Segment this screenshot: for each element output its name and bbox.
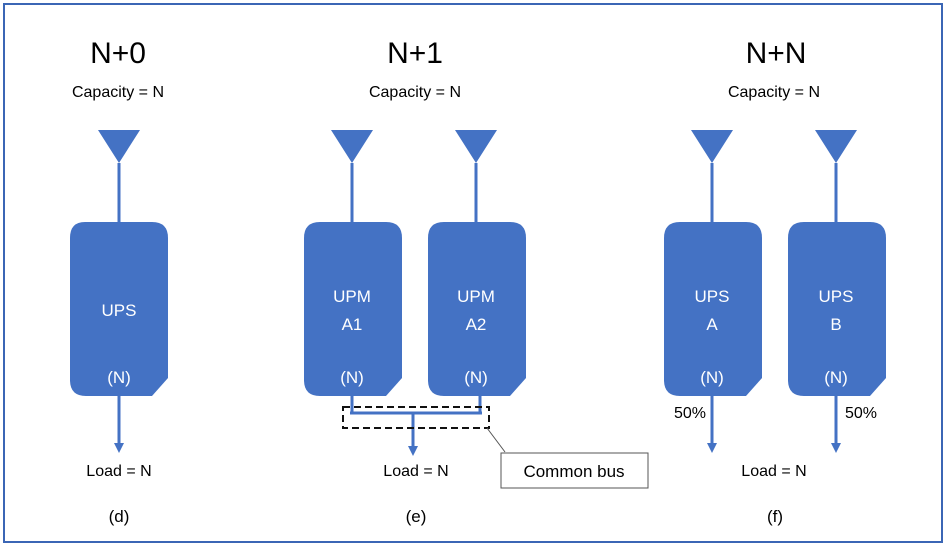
unit-name: UPM bbox=[457, 287, 495, 306]
common-bus-highlight bbox=[342, 406, 490, 429]
panel-n-plus-0: N+0 Capacity = N UPS (N) Load = N (d) bbox=[70, 37, 168, 526]
panel-caption: (d) bbox=[109, 507, 130, 526]
source-triangle-icon bbox=[815, 130, 857, 163]
diagram-frame bbox=[3, 3, 943, 543]
callout-label: Common bus bbox=[523, 462, 624, 481]
panel-title: N+N bbox=[746, 37, 807, 70]
panel-title: N+0 bbox=[90, 37, 146, 70]
panel-n-plus-1: N+1 Capacity = N UPM A1 (N) UPM A2 (N) C… bbox=[304, 37, 649, 526]
load-share-label: 50% bbox=[674, 405, 706, 422]
ups-unit-box bbox=[70, 222, 168, 396]
source-triangle-icon bbox=[455, 130, 497, 163]
load-label: Load = N bbox=[383, 463, 448, 480]
callout-box bbox=[500, 452, 649, 489]
capacity-label: Capacity = N bbox=[369, 84, 461, 101]
unit-rating: (N) bbox=[464, 368, 488, 387]
panel-title: N+1 bbox=[387, 37, 443, 70]
unit-id: A2 bbox=[466, 315, 487, 334]
panel-caption: (f) bbox=[767, 507, 783, 526]
unit-name: UPS bbox=[695, 287, 730, 306]
load-label: Load = N bbox=[741, 463, 806, 480]
unit-id: A1 bbox=[342, 315, 363, 334]
capacity-label: Capacity = N bbox=[72, 84, 164, 101]
unit-name: UPS bbox=[102, 301, 137, 320]
upm-a1-box bbox=[304, 222, 402, 396]
source-triangle-icon bbox=[691, 130, 733, 163]
unit-rating: (N) bbox=[824, 368, 848, 387]
panel-n-plus-n: N+N Capacity = N UPS A (N) 50% UPS B (N)… bbox=[664, 37, 886, 526]
capacity-label: Capacity = N bbox=[728, 84, 820, 101]
ups-b-box bbox=[788, 222, 886, 396]
unit-rating: (N) bbox=[107, 368, 131, 387]
ups-a-box bbox=[664, 222, 762, 396]
unit-rating: (N) bbox=[700, 368, 724, 387]
unit-rating: (N) bbox=[340, 368, 364, 387]
load-share-label: 50% bbox=[845, 405, 877, 422]
load-label: Load = N bbox=[86, 463, 151, 480]
panel-caption: (e) bbox=[406, 507, 427, 526]
unit-id: B bbox=[830, 315, 841, 334]
upm-a2-box bbox=[428, 222, 526, 396]
source-triangle-icon bbox=[98, 130, 140, 163]
unit-name: UPM bbox=[333, 287, 371, 306]
unit-name: UPS bbox=[819, 287, 854, 306]
unit-id: A bbox=[706, 315, 718, 334]
callout-leader bbox=[486, 427, 506, 453]
source-triangle-icon bbox=[331, 130, 373, 163]
